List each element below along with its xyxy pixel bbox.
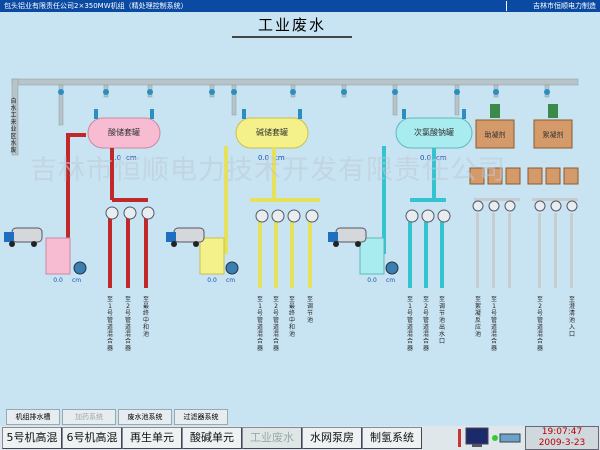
outlet-label-13: 至2号管道混合器 xyxy=(536,296,543,352)
svg-text:cm: cm xyxy=(226,277,235,284)
alkali-tank-label: 碱储套罐 xyxy=(256,127,288,137)
hypochlorite-tank-unit: cm xyxy=(436,154,447,162)
alkali-tank-level: 0.0 xyxy=(258,154,269,162)
clock-date: 2009-3-23 xyxy=(538,438,586,448)
svg-text:0.0: 0.0 xyxy=(367,277,377,284)
alkali-pipes xyxy=(224,146,320,288)
status-panel xyxy=(458,427,521,447)
nav-unit6-mixed-bed[interactable]: 6号机高混 xyxy=(62,427,122,449)
nav-hydrogen[interactable]: 制氢系统 xyxy=(362,427,422,449)
title-bar: 包头铝业有限责任公司2×350MW机组（精处理控制系统） 吉林市恒顺电力制造 xyxy=(0,0,600,12)
hypochlorite-metering-tank[interactable]: 0.0 cm xyxy=(359,237,395,284)
hypochlorite-tank-level: 0.0 xyxy=(420,154,431,162)
svg-text:0.0: 0.0 xyxy=(207,277,217,284)
nav-industrial-wastewater[interactable]: 工业废水 xyxy=(242,427,302,449)
outlet-label-12: 至1号管道混合器 xyxy=(490,296,497,352)
sub-btn-filter[interactable]: 过滤器系统 xyxy=(174,409,228,425)
clock-time: 19:07:47 xyxy=(541,427,583,437)
monitor-icon xyxy=(465,427,489,445)
page-title: 工业废水 xyxy=(232,14,352,38)
acid-tank-label: 酸储套罐 xyxy=(108,127,140,137)
outlet-label-10: 至调节池出水口 xyxy=(438,296,445,345)
sub-btn-dosing[interactable]: 加药系统 xyxy=(62,409,116,425)
outlet-label-9: 至2号管道混合器 xyxy=(422,296,429,352)
sub-btn-wastewater-pool[interactable]: 废水池系统 xyxy=(118,409,172,425)
hypochlorite-pipes xyxy=(382,146,446,288)
alkali-metering-tank[interactable]: 0.0 cm xyxy=(199,237,235,284)
clock: 19:07:47 2009-3-23 xyxy=(525,426,599,450)
acid-tank-unit: cm xyxy=(126,154,137,162)
svg-text:助凝剂: 助凝剂 xyxy=(485,130,506,139)
nav-water-pump-house[interactable]: 水网泵房 xyxy=(302,427,362,449)
system-title: 包头铝业有限责任公司2×350MW机组（精处理控制系统） xyxy=(4,2,188,10)
acid-storage-tank[interactable]: 酸储套罐 xyxy=(87,109,161,149)
tanker-truck-hypochlorite xyxy=(328,227,367,247)
company-title: 吉林市恒顺电力制造 xyxy=(533,2,596,10)
flocculant-bin[interactable]: 絮凝剂 xyxy=(527,104,579,185)
alkali-tank-unit: cm xyxy=(274,154,285,162)
status-led-icon xyxy=(492,435,498,441)
alkali-storage-tank[interactable]: 碱储套罐 xyxy=(235,109,309,149)
unloading-pumps[interactable] xyxy=(73,261,399,275)
coagulant-aid-bin[interactable]: 助凝剂 xyxy=(469,104,521,185)
title-separator xyxy=(506,1,507,11)
svg-text:絮凝剂: 絮凝剂 xyxy=(543,130,564,139)
process-diagram: 酸储套罐 碱储套罐 次氯酸钠罐 0.0 cm 0.0 cm 0.0 cm 助凝剂 絮凝… xyxy=(4,78,579,288)
outlet-label-7: 至调节池 xyxy=(306,296,313,324)
acid-metering-tank[interactable]: 0.0 cm xyxy=(45,237,81,284)
acid-pipes xyxy=(66,133,148,288)
alarm-indicator-icon xyxy=(458,429,461,447)
hypochlorite-tank-label: 次氯酸钠罐 xyxy=(414,127,454,137)
svg-text:0.0: 0.0 xyxy=(53,277,63,284)
outlet-label-11: 至絮凝反应池 xyxy=(474,296,481,338)
nav-acid-alkali[interactable]: 酸碱单元 xyxy=(182,427,242,449)
outlet-label-14: 至澄清池入口 xyxy=(568,296,575,338)
svg-text:cm: cm xyxy=(72,277,81,284)
outlet-label-1: 至1号管道混合器 xyxy=(106,296,113,352)
inlet-label: 自水工来业区水废 xyxy=(10,98,17,154)
metering-pumps[interactable] xyxy=(105,200,578,223)
nav-unit5-mixed-bed[interactable]: 5号机高混 xyxy=(2,427,62,449)
nav-regeneration[interactable]: 再生单元 xyxy=(122,427,182,449)
outlet-label-2: 至2号管道混合器 xyxy=(124,296,131,352)
outlet-label-6: 至最终中和池 xyxy=(288,296,295,338)
outlet-label-3: 至最终中和池 xyxy=(142,296,149,338)
top-supply-pipe xyxy=(11,78,579,156)
dosing-pipes xyxy=(474,198,578,288)
outlet-label-4: 至1号管道混合器 xyxy=(256,296,263,352)
acid-tank-level: 0.0 xyxy=(110,154,121,162)
hypochlorite-storage-tank[interactable]: 次氯酸钠罐 xyxy=(395,109,473,149)
tanker-truck-acid xyxy=(4,227,43,247)
network-icon xyxy=(499,433,521,443)
outlet-label-8: 至1号管道混合器 xyxy=(406,296,413,352)
tanker-truck-alkali xyxy=(166,227,205,247)
outlet-label-5: 至2号管道混合器 xyxy=(272,296,279,352)
svg-text:cm: cm xyxy=(386,277,395,284)
sub-btn-unit-drain[interactable]: 机组排水槽 xyxy=(6,409,60,425)
